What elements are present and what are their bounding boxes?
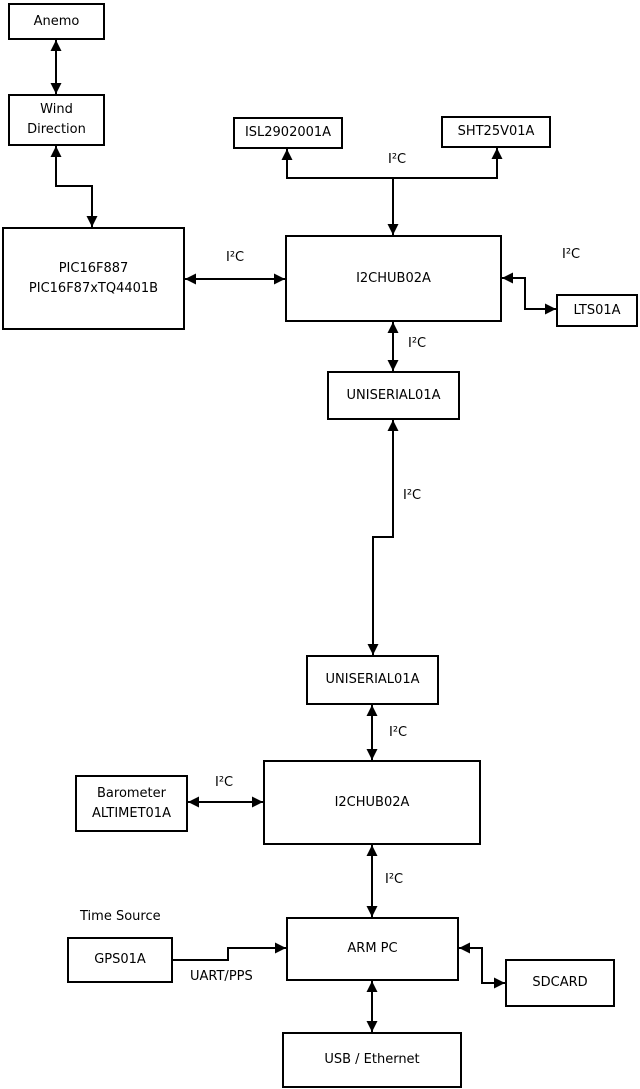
node-gps01a: GPS01A	[67, 937, 173, 983]
node-barometer-altimet01a: Barometer ALTIMET01A	[75, 775, 188, 832]
node-wind-direction: Wind Direction	[8, 94, 105, 146]
edge-hub1-lts-i2c	[502, 272, 556, 315]
node-pic16f887-line2: PIC16F87xTQ4401B	[28, 280, 159, 296]
edge-label-i2c-pic-hub1: I²C	[226, 250, 245, 265]
node-pic16f887-line1: PIC16F887	[58, 260, 129, 276]
node-isl2902001a-label: ISL2902001A	[244, 125, 332, 140]
edge-label-i2c-uniserial-link: I²C	[403, 488, 422, 503]
node-barometer-line2: ALTIMET01A	[92, 805, 171, 821]
node-uniserial01a-top: UNISERIAL01A	[327, 371, 460, 420]
node-usb-ethernet-label: USB / Ethernet	[324, 1052, 420, 1067]
node-lts01a-label: LTS01A	[573, 302, 621, 318]
node-arm-pc: ARM PC	[286, 917, 459, 981]
edge-label-i2c-hub1-lts: I²C	[562, 247, 581, 262]
node-uniserial01a-bottom: UNISERIAL01A	[306, 655, 439, 705]
node-sdcard: SDCARD	[505, 959, 615, 1007]
edge-wind-pic	[50, 146, 98, 227]
node-i2chub02a-bottom: I2CHUB02A	[263, 760, 481, 845]
edge-uniserial1-uniserial2-i2c	[367, 420, 399, 655]
node-i2chub02a-top-label: I2CHUB02A	[356, 270, 431, 286]
edge-label-i2c-sensor-branch: I²C	[388, 152, 407, 167]
node-pic16f887: PIC16F887 PIC16F87xTQ4401B	[2, 227, 185, 330]
edge-label-i2c-hub1-uniserial1: I²C	[408, 336, 427, 351]
node-usb-ethernet: USB / Ethernet	[282, 1032, 462, 1088]
edge-label-i2c-barometer-hub2: I²C	[215, 775, 234, 790]
node-anemo: Anemo	[8, 3, 105, 40]
node-sht25v01a-label: SHT25V01A	[457, 124, 535, 139]
edge-armpc-sdcard	[459, 942, 505, 989]
node-anemo-label: Anemo	[33, 13, 80, 29]
edge-label-uart-pps: UART/PPS	[190, 969, 253, 984]
edge-gps-armpc-uart	[173, 942, 286, 961]
node-sht25v01a: SHT25V01A	[441, 116, 551, 148]
node-gps01a-label: GPS01A	[94, 952, 146, 967]
node-arm-pc-label: ARM PC	[347, 941, 398, 956]
node-lts01a: LTS01A	[556, 294, 638, 327]
node-i2chub02a-top: I2CHUB02A	[285, 235, 502, 322]
label-time-source: Time Source	[80, 909, 161, 924]
node-uniserial01a-top-label: UNISERIAL01A	[346, 387, 441, 403]
node-wind-direction-line1: Wind	[40, 102, 73, 117]
edge-label-i2c-uniserial2-hub2: I²C	[389, 725, 408, 740]
node-barometer-line1: Barometer	[97, 785, 166, 801]
node-wind-direction-line2: Direction	[27, 122, 86, 137]
edge-label-i2c-hub2-armpc: I²C	[385, 872, 404, 887]
node-uniserial01a-bottom-label: UNISERIAL01A	[325, 672, 420, 687]
node-isl2902001a: ISL2902001A	[233, 117, 343, 149]
node-sdcard-label: SDCARD	[532, 975, 588, 990]
node-i2chub02a-bottom-label: I2CHUB02A	[334, 794, 410, 810]
